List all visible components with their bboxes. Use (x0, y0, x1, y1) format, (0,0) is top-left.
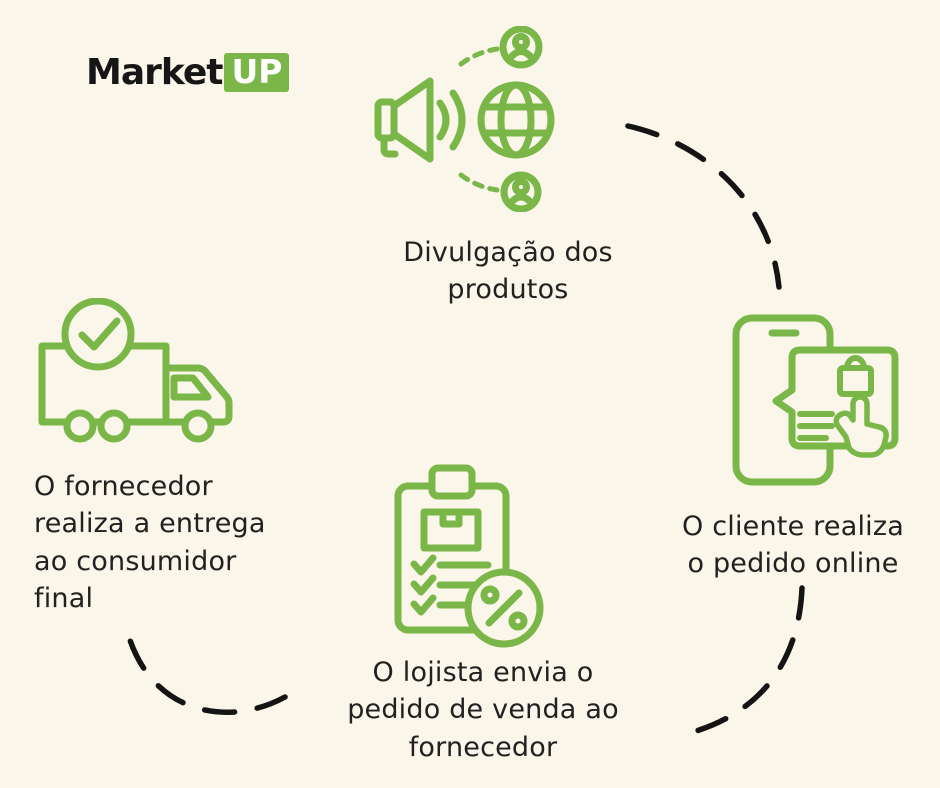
step-label-purchase-order: O lojista envia o pedido de venda ao for… (347, 657, 619, 763)
flow-arc-order-to-purchase (683, 585, 805, 737)
step-label-promotion: Divulgação dos produtos (403, 237, 613, 306)
flow-arc-purchase-to-delivery (125, 631, 288, 715)
step-label-delivery: O fornecedor realiza a entrega ao consum… (34, 471, 266, 614)
megaphone-globe-icon (374, 26, 566, 212)
clipboard-checklist-percent-icon (386, 460, 548, 652)
logo-up-badge: UP (224, 52, 290, 93)
step-label-online-order: O cliente realiza o pedido online (682, 511, 904, 580)
logo-market-text: Market (86, 52, 223, 93)
phone-order-icon (728, 312, 902, 488)
marketup-logo: Market UP (86, 52, 290, 93)
delivery-truck-check-icon (32, 298, 240, 456)
